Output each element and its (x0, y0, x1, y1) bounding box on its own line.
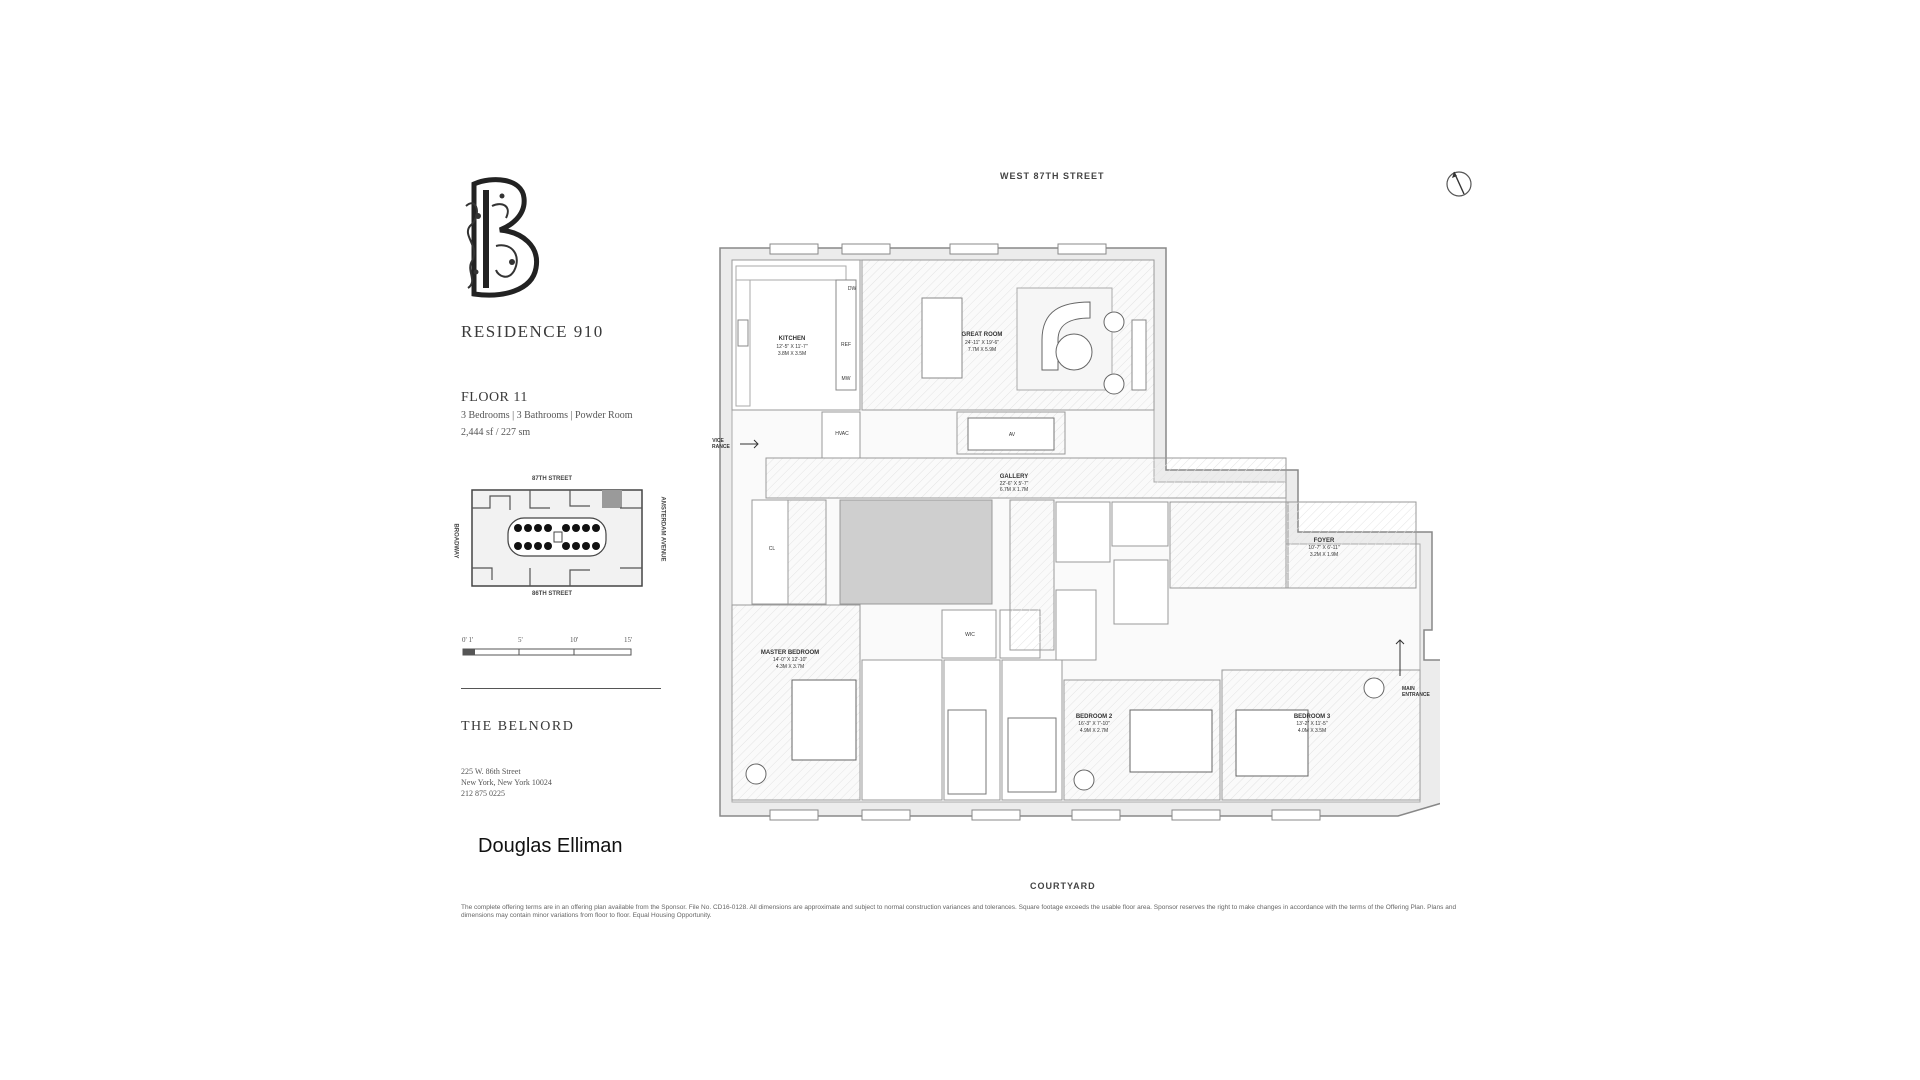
svg-text:6.7M X 1.7M: 6.7M X 1.7M (1000, 487, 1028, 493)
floor-plan: KITCHEN 12'-5" X 11'-7" 3.8M X 3.5M GREA… (712, 243, 1440, 821)
svg-text:13'-2" X 11'-5": 13'-2" X 11'-5" (1296, 721, 1327, 727)
key-plan: 87TH STREET 86TH STREET BROADWAY AMSTERD… (453, 476, 666, 606)
scale-tick-0: 0' 1' (462, 636, 474, 644)
svg-text:14'-0" X 12'-10": 14'-0" X 12'-10" (773, 657, 808, 663)
scale-tick-2: 10' (570, 636, 579, 644)
gallery-label: GALLERY (1000, 474, 1028, 480)
floor-area: 2,444 sf / 227 sm (461, 427, 531, 438)
main-entrance-label: MAIN (1402, 686, 1415, 692)
keyplan-east-street: AMSTERDAM AVENUE (659, 496, 666, 562)
building-name: THE BELNORD (461, 719, 575, 734)
svg-text:22'-6" X 5'-7": 22'-6" X 5'-7" (1000, 481, 1029, 487)
svg-text:WIC: WIC (965, 632, 975, 638)
bedroom-3-label: BEDROOM 3 (1294, 714, 1331, 720)
foyer (1169, 501, 1289, 589)
svg-text:4.0M X 3.5M: 4.0M X 3.5M (1298, 728, 1326, 734)
keyplan-drawing (471, 489, 643, 587)
scale-bar-graphic (462, 648, 632, 656)
svg-text:MW: MW (842, 376, 851, 382)
bedroom-2-label: BEDROOM 2 (1076, 714, 1113, 720)
street-top-label: WEST 87TH STREET (1000, 171, 1105, 181)
svg-text:REF: REF (841, 342, 851, 348)
gallery (765, 457, 1287, 499)
svg-text:4.3M X 3.7M: 4.3M X 3.7M (776, 664, 804, 670)
keyplan-south-street: 86TH STREET (532, 591, 573, 597)
svg-text:7.7M X 5.9M: 7.7M X 5.9M (968, 347, 996, 353)
kitchen-label: KITCHEN (779, 336, 806, 342)
agent-name: Douglas Elliman (478, 835, 623, 857)
street-bottom-label: COURTYARD (1030, 881, 1096, 891)
svg-text:HVAC: HVAC (835, 431, 849, 437)
svg-text:4.9M X 2.7M: 4.9M X 2.7M (1080, 728, 1108, 734)
keyplan-west-street: BROADWAY (452, 523, 459, 559)
belnord-logo (465, 177, 540, 298)
scale-tick-3: 15' (624, 636, 633, 644)
address-line-1: 225 W. 86th Street (461, 767, 521, 776)
svg-text:DW: DW (848, 286, 857, 292)
svg-text:ENTRANCE: ENTRANCE (712, 444, 730, 450)
building-address: 225 W. 86th Street New York, New York 10… (461, 766, 552, 799)
service-entrance-label: SERVICE (712, 438, 725, 444)
svg-text:10'-7" X 6'-11": 10'-7" X 6'-11" (1308, 545, 1339, 551)
scale-bar: 0' 1' 5' 10' 15' (462, 636, 632, 666)
svg-text:CL: CL (769, 546, 776, 552)
svg-text:3.8M X 3.5M: 3.8M X 3.5M (778, 351, 806, 357)
svg-text:ENTRANCE: ENTRANCE (1402, 692, 1430, 698)
great-room-label: GREAT ROOM (962, 332, 1003, 338)
svg-text:16'-3" X 7'-10": 16'-3" X 7'-10" (1078, 721, 1110, 727)
phone-number: 212 875 0225 (461, 789, 505, 798)
address-line-2: New York, New York 10024 (461, 778, 552, 787)
floor-label: FLOOR 11 (461, 390, 528, 405)
svg-text:3.2M X 1.9M: 3.2M X 1.9M (1310, 552, 1338, 558)
north-arrow-icon (1446, 171, 1472, 197)
svg-text:12'-5" X 11'-7": 12'-5" X 11'-7" (776, 344, 807, 350)
keyplan-north-street: 87TH STREET (532, 476, 573, 482)
svg-text:AV: AV (1009, 432, 1016, 438)
floor-specs: 3 Bedrooms | 3 Bathrooms | Powder Room (461, 410, 633, 421)
residence-title: RESIDENCE 910 (461, 322, 604, 341)
master-bedroom-label: MASTER BEDROOM (761, 650, 819, 656)
legal-disclaimer: The complete offering terms are in an of… (461, 904, 1457, 919)
sidebar-divider (461, 688, 661, 689)
foyer-label: FOYER (1314, 538, 1335, 544)
svg-text:24'-11" X 19'-6": 24'-11" X 19'-6" (965, 340, 999, 346)
scale-tick-1: 5' (518, 636, 523, 644)
